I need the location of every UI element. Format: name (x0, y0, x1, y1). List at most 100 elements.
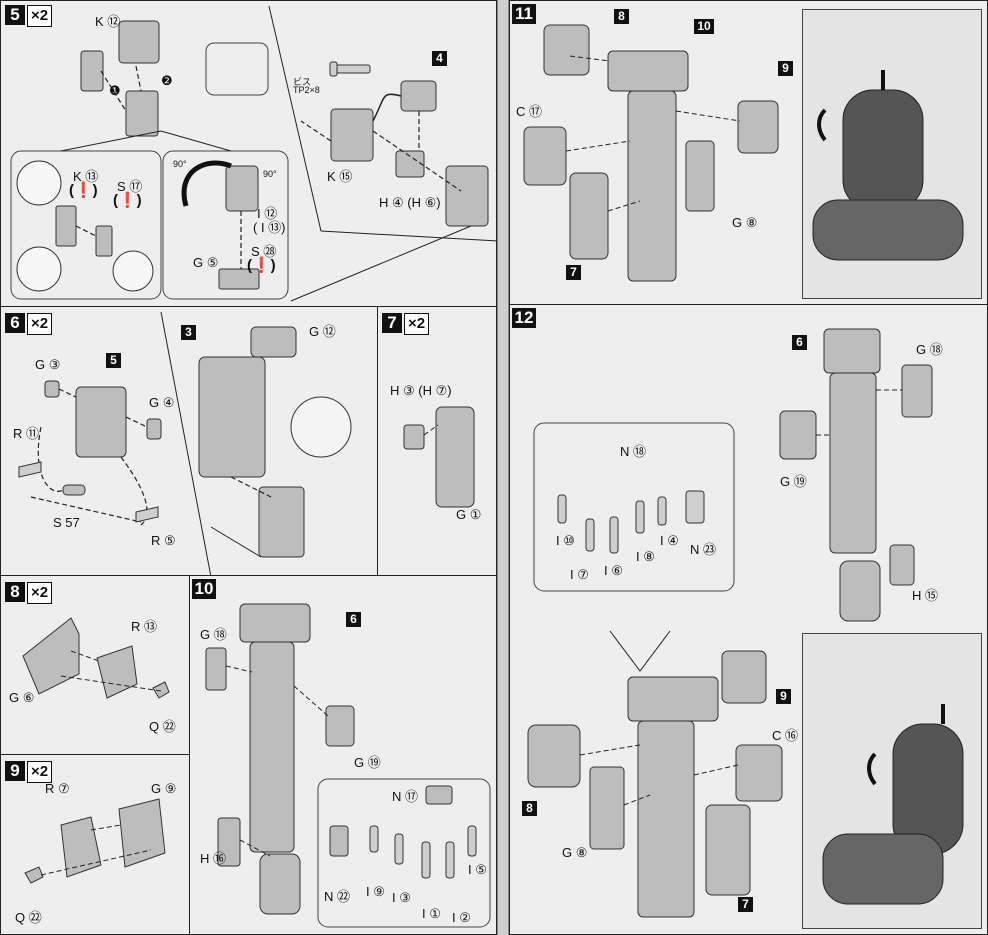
label-i9: I ⑨ (366, 884, 385, 899)
label-k15: K ⑮ (327, 169, 353, 184)
label-r5: R ⑤ (151, 533, 176, 548)
step5-drawing (10, 5, 496, 302)
ref-part-9-s11: 9 (778, 61, 793, 76)
step6-drawing (18, 311, 352, 575)
label-g19: G ⑲ (354, 755, 381, 770)
step5-number: 5 (5, 5, 25, 25)
label-i3: I ③ (392, 890, 411, 905)
label-i2: I ② (452, 910, 471, 925)
label-s28: S ㉘ (251, 244, 277, 259)
step12-number: 12 (512, 308, 536, 328)
warning-k13: (❗) (69, 182, 98, 199)
label-g8: G ⑧ (732, 215, 758, 230)
step7-drawing (403, 406, 475, 508)
label-arrow1: ❶ (109, 83, 121, 98)
ref-part-7-s12: 7 (738, 897, 753, 912)
label-r13: R ⑬ (131, 619, 158, 634)
step5-multiplier: ×2 (27, 5, 53, 27)
step11-photo (802, 9, 982, 299)
angle-a: 90° (173, 159, 187, 169)
step7-panel: 7 ×2 H ③ (H ⑦) G ① (377, 306, 497, 576)
label-s57: S 57 (53, 515, 80, 530)
angle-b: 90° (263, 169, 277, 179)
step6-multiplier: ×2 (27, 313, 53, 335)
step8-drawing (22, 617, 170, 699)
step9-drawing (24, 798, 166, 884)
ref-part-9-s12: 9 (776, 689, 791, 704)
step9-number: 9 (5, 761, 25, 781)
step11-number: 11 (512, 4, 536, 24)
label-q22: Q ㉒ (149, 719, 176, 734)
ref-part-3: 3 (181, 325, 196, 340)
step7-number: 7 (382, 313, 402, 333)
warning-s28: (❗) (247, 257, 276, 274)
label-c17: C ⑰ (516, 104, 543, 119)
label-r7: R ⑦ (45, 781, 70, 796)
label-g18-s12: G ⑱ (916, 342, 943, 357)
ref-part-5: 5 (106, 353, 121, 368)
step12-drawing (527, 328, 933, 918)
label-i10: I ⑩ (556, 533, 575, 548)
label-arrow2: ❷ (161, 73, 173, 88)
step12-photo (802, 633, 982, 929)
label-k12: K ⑫ (95, 14, 121, 29)
label-g9: G ⑨ (151, 781, 177, 796)
ref-part-4: 4 (432, 51, 447, 66)
screw-label: ビス (293, 77, 312, 87)
label-g8-s12: G ⑧ (562, 845, 588, 860)
step10-drawing (205, 603, 491, 928)
label-h3h7: H ③ (H ⑦) (390, 383, 452, 398)
label-h16: H ⑯ (200, 851, 227, 866)
label-i4: I ④ (660, 533, 679, 548)
label-g19-s12: G ⑲ (780, 474, 807, 489)
photo-robot-arm-icon-2 (822, 704, 964, 905)
label-n17: N ⑰ (392, 789, 419, 804)
label-s17: S ⑰ (117, 179, 143, 194)
label-i5: I ⑤ (468, 862, 487, 877)
step8-number: 8 (5, 582, 25, 602)
step6-number: 6 (5, 313, 25, 333)
step10-number: 10 (192, 579, 216, 599)
label-n18: N ⑱ (620, 444, 647, 459)
label-n23: N ㉓ (690, 542, 717, 557)
label-g5: G ⑤ (193, 255, 219, 270)
label-n22: N ㉒ (324, 889, 351, 904)
step9-multiplier: ×2 (27, 761, 53, 783)
label-h15: H ⑮ (912, 588, 939, 603)
label-i13: ( I ⑬) (253, 220, 286, 235)
photo-robot-arm-icon (812, 70, 964, 261)
label-g12: G ⑫ (309, 324, 336, 339)
label-g3: G ③ (35, 357, 61, 372)
step8-panel: 8 ×2 R ⑬ G ⑥ Q ㉒ (0, 575, 190, 755)
label-r11: R ⑪ (13, 426, 40, 441)
label-i6: I ⑥ (604, 563, 623, 578)
step9-panel: 9 ×2 R ⑦ G ⑨ Q ㉒ (0, 754, 190, 935)
ref-part-8-s11: 8 (614, 9, 629, 24)
label-i1: I ① (422, 906, 441, 921)
label-h4h6: H ④ (H ⑥) (379, 195, 441, 210)
warning-s17: (❗) (113, 192, 142, 209)
label-i7: I ⑦ (570, 567, 589, 582)
step12-panel: 12 6 G ⑱ G ⑲ H ⑮ N ⑱ N ㉓ I ⑩ I ⑦ I ⑥ I ⑧… (509, 304, 988, 935)
label-k13: K ⑬ (73, 169, 99, 184)
label-g18: G ⑱ (200, 627, 227, 642)
step10-panel: 10 6 G ⑱ G ⑲ H ⑯ N ⑰ N ㉒ I ⑨ I ③ I ① I ②… (189, 575, 497, 935)
step11-drawing (523, 24, 779, 282)
step7-multiplier: ×2 (404, 313, 430, 335)
step6-panel: 6 ×2 5 G ③ G ④ R ⑪ S 57 R ⑤ 3 G ⑫ (0, 306, 378, 576)
page-divider (497, 0, 509, 935)
label-q22b: Q ㉒ (15, 910, 42, 925)
ref-part-8-s12: 8 (522, 801, 537, 816)
label-c16: C ⑯ (772, 728, 799, 743)
label-g6: G ⑥ (9, 690, 35, 705)
ref-part-10-s11: 10 (694, 19, 714, 34)
step5-panel: 5 ×2 K ⑫ ❷ ❶ ビス TP2×8 4 K ⑮ H ④ (H ⑥) K … (0, 0, 497, 307)
step8-multiplier: ×2 (27, 582, 53, 604)
ref-part-7-s11: 7 (566, 265, 581, 280)
step11-panel: 11 8 10 9 7 C ⑰ G ⑧ (509, 0, 988, 305)
label-i8: I ⑧ (636, 549, 655, 564)
ref-part-6: 6 (346, 612, 361, 627)
ref-part-6-s12: 6 (792, 335, 807, 350)
label-g1: G ① (456, 507, 482, 522)
